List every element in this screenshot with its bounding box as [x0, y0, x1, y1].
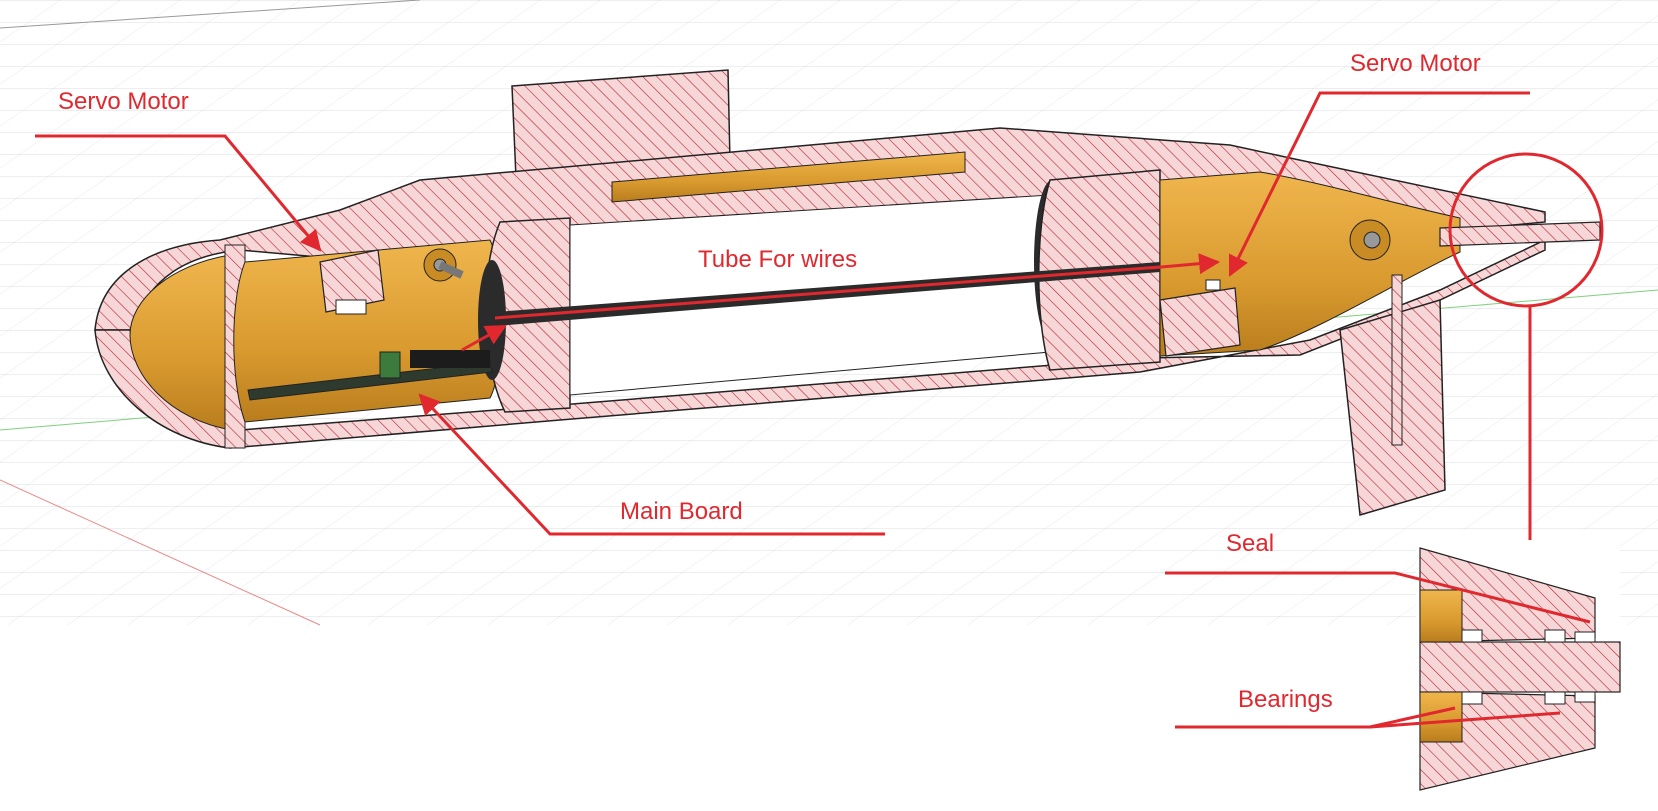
label-servo-motor-left: Servo Motor	[58, 88, 189, 115]
leader-tube-a	[461, 324, 507, 352]
leader-servo-left	[35, 134, 322, 252]
pivot-right	[1349, 219, 1391, 261]
label-servo-motor-right: Servo Motor	[1350, 50, 1481, 77]
label-tube-for-wires: Tube For wires	[698, 246, 858, 273]
label-bearings: Bearings	[1238, 686, 1333, 713]
servo-motor-left	[319, 249, 385, 315]
pivot-left	[423, 248, 464, 282]
hull-section	[94, 69, 1601, 516]
label-seal: Seal	[1226, 530, 1275, 557]
detail-circle	[1448, 152, 1604, 308]
main-board	[247, 350, 493, 401]
servo-motor-right	[1159, 279, 1241, 357]
leader-main-board	[418, 393, 885, 536]
leader-bearings-b	[1369, 711, 1561, 729]
leader-servo-right	[1228, 91, 1530, 277]
annotation-lines	[35, 91, 1604, 729]
seal-detail-inset	[1416, 530, 1621, 794]
leader-seal	[1165, 571, 1591, 624]
label-main-board: Main Board	[620, 498, 743, 525]
leader-tube-b	[1149, 253, 1221, 275]
